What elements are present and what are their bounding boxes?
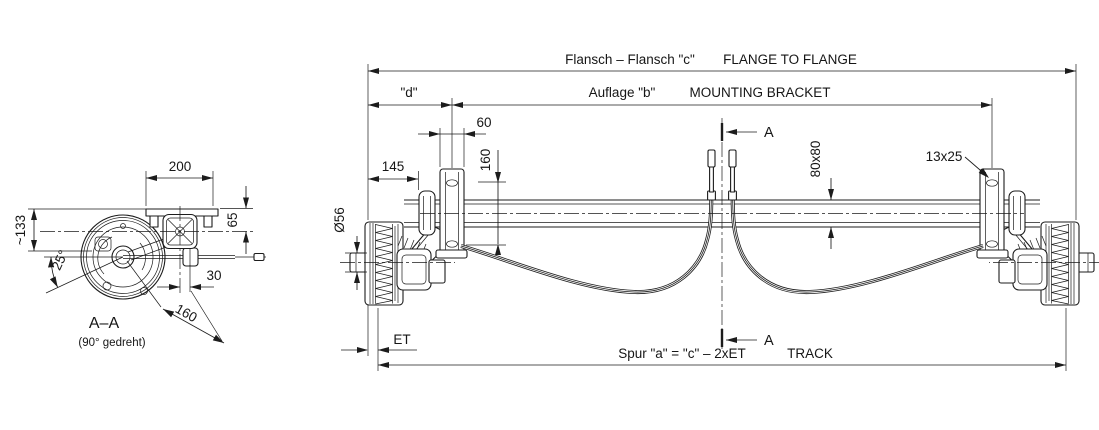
dim-bracket-span: "d" Auflage "b" MOUNTING BRACKET — [368, 85, 993, 168]
dim-60: 60 — [418, 115, 492, 167]
dim-label-slot-size: 13x25 — [926, 149, 963, 164]
dim-label-flange-de: Flansch – Flansch "c" — [565, 52, 695, 67]
brake-cable — [460, 195, 714, 295]
dim-145: 145 — [368, 159, 419, 190]
main-view: A A Flansch – Flansch "c" FLANGE TO FLAN… — [332, 52, 1099, 371]
section-line: A A — [720, 118, 774, 352]
dim-label-200: 200 — [169, 159, 192, 174]
section-view-subtitle: (90° gedreht) — [78, 337, 145, 349]
dim-30: 30 — [157, 265, 222, 292]
dim-label-bracket-en: MOUNTING BRACKET — [689, 85, 830, 100]
dim-200: 200 — [145, 159, 214, 206]
dim-133: ~133 — [13, 208, 146, 252]
dim-hub-diameter: Ø56 — [332, 207, 367, 290]
dim-label-hub-diameter: Ø56 — [332, 207, 347, 233]
axle-half-assembly — [340, 149, 716, 306]
dim-label-25deg: 25° — [49, 248, 71, 273]
dim-label-133: ~133 — [13, 215, 28, 245]
dim-flange-to-flange: Flansch – Flansch "c" FLANGE TO FLANGE — [367, 52, 1077, 220]
dim-et: ET — [341, 305, 417, 371]
dim-160-main: 160 — [466, 149, 506, 255]
rod-clevis — [182, 247, 199, 267]
dim-label-160-main: 160 — [478, 149, 493, 172]
dim-label-145: 145 — [382, 159, 405, 174]
brake-rod — [123, 247, 266, 267]
dim-label-track-de: Spur "a" = "c" – 2xET — [618, 346, 746, 361]
bracket-slot-lower — [446, 240, 458, 248]
dim-label-flange-en: FLANGE TO FLANGE — [723, 52, 857, 67]
dim-65: 65 — [220, 186, 253, 254]
brake-shoe-right — [139, 242, 146, 271]
dim-tube-size: 80x80 — [808, 141, 834, 249]
section-marker-bottom: A — [764, 333, 774, 349]
bracket-foot — [435, 249, 468, 259]
dim-label-track-en: TRACK — [787, 346, 833, 361]
cable-abutment — [428, 259, 446, 284]
bracket-slot-upper — [446, 179, 458, 187]
section-view: 200 65 ~133 25° — [13, 159, 266, 349]
dim-label-30: 30 — [206, 268, 221, 283]
dim-label-et: ET — [393, 332, 410, 347]
pivot-plate — [418, 190, 436, 236]
adjuster — [94, 236, 112, 252]
section-view-title: A–A — [89, 315, 120, 332]
dim-label-bracket-de: Auflage "b" — [589, 85, 656, 100]
dim-track: Spur "a" = "c" – 2xET TRACK — [378, 308, 1067, 371]
dim-label-65: 65 — [225, 212, 240, 227]
rod-end — [253, 252, 265, 262]
section-marker-top: A — [764, 125, 774, 141]
dim-label-60: 60 — [476, 115, 491, 130]
mounting-bracket — [439, 168, 465, 256]
brake-shoe-left — [97, 236, 113, 275]
dim-label-160-section: 160 — [173, 301, 200, 325]
cable-end-fitting — [707, 149, 716, 201]
dim-label-tube-size: 80x80 — [808, 141, 823, 178]
dim-slot-size: 13x25 — [926, 149, 989, 178]
dim-label-d: "d" — [400, 85, 417, 100]
